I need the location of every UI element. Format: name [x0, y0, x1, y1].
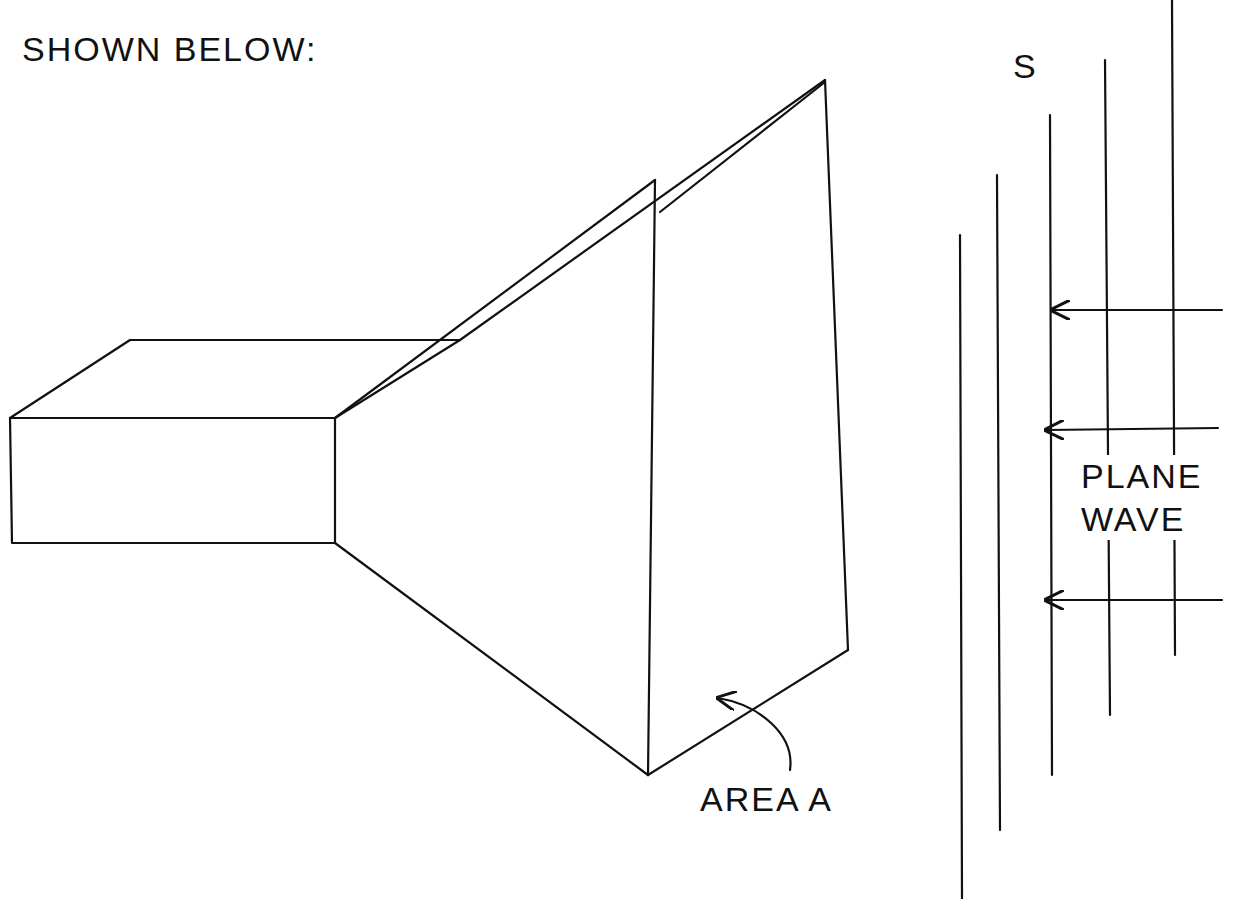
propagation-arrows [1046, 310, 1222, 600]
waveguide [10, 340, 460, 543]
area-label: AREA A [700, 778, 833, 821]
surface-label: S [1010, 45, 1041, 88]
wavefronts [960, 0, 1175, 899]
heading-note: SHOWN BELOW: [22, 28, 317, 71]
wave-label: PLANE WAVE [1078, 455, 1214, 540]
horn-flare [335, 80, 848, 775]
aperture-leader [718, 698, 790, 770]
